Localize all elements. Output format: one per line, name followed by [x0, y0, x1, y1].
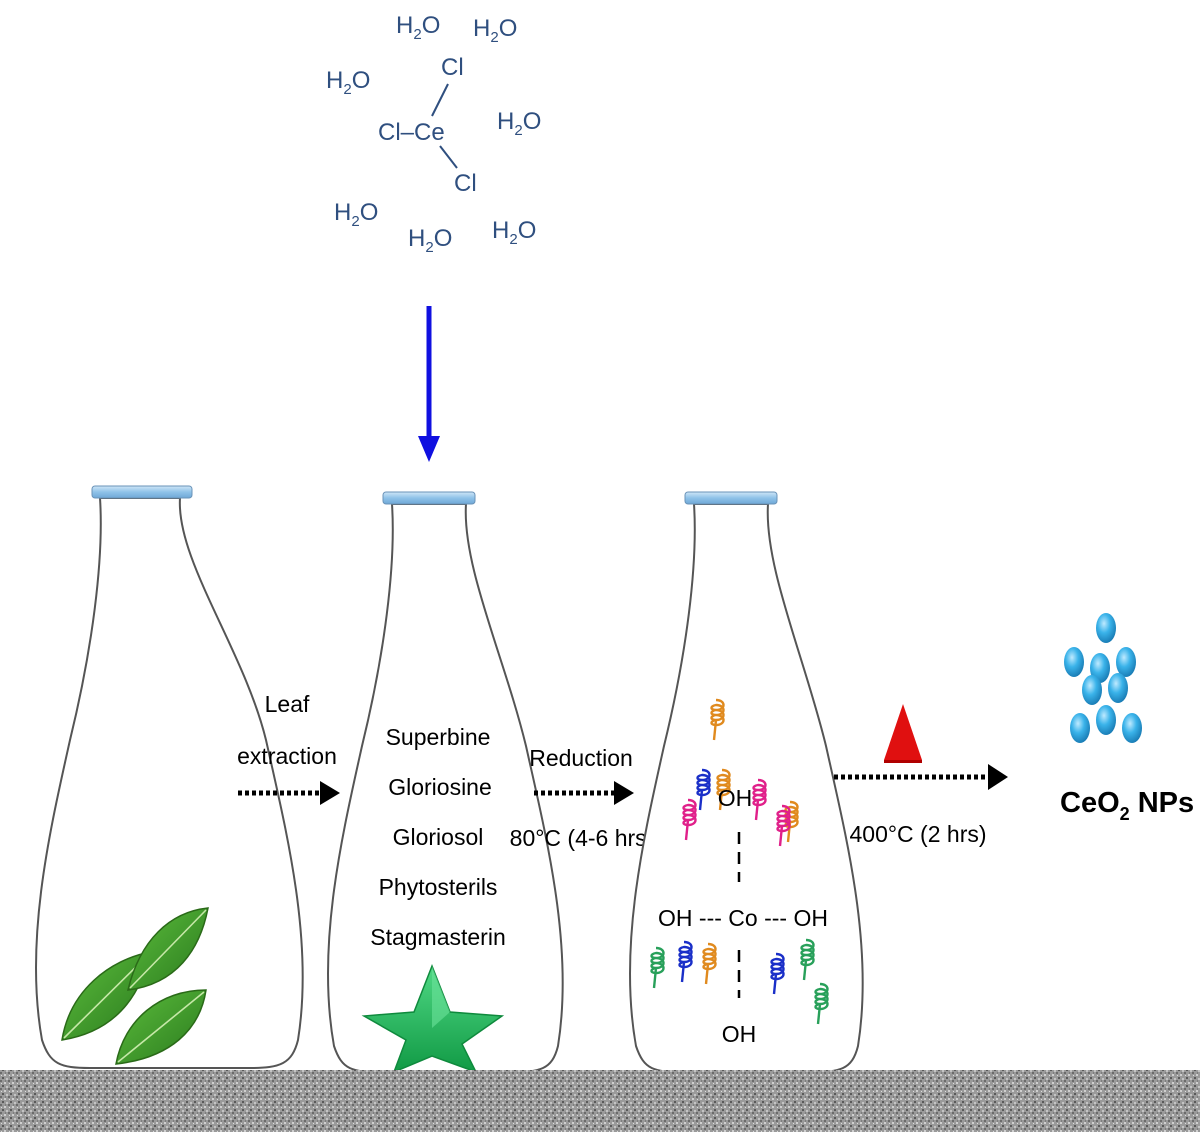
- water-molecule: H2O: [497, 108, 541, 139]
- step-leaf-extraction: Leaf extraction: [237, 691, 340, 805]
- flask-cap: [382, 491, 476, 505]
- flask-extract: Superbine Gloriosine Gloriosol Phytoster…: [326, 491, 564, 1074]
- ground-surface: [0, 1070, 1200, 1132]
- biomolecule-coil: [800, 938, 815, 981]
- biomolecule-coil: [678, 940, 693, 983]
- chlorine-atom: Cl: [441, 54, 464, 81]
- flask-complex: OH OH --- Co --- OH OH: [628, 491, 864, 1073]
- flask-cap: [91, 485, 193, 499]
- compound-label: Superbine: [386, 724, 491, 750]
- reduction-label: Reduction: [529, 745, 633, 771]
- biomolecule-coil: [650, 946, 665, 989]
- water-molecule: H2O: [334, 199, 378, 230]
- cerium-chloride-core: Cl–Ce: [378, 119, 445, 146]
- heat-triangle-icon: [884, 704, 922, 760]
- arrow-head: [614, 781, 634, 805]
- step-reduction: Reduction 80°C (4-6 hrs): [510, 745, 655, 851]
- compound-label: Phytosterils: [379, 874, 498, 900]
- addition-arrow: [418, 306, 440, 462]
- compound-label: Gloriosol: [393, 824, 484, 850]
- biomolecule-coil: [752, 778, 767, 821]
- water-molecule: H2O: [473, 15, 517, 46]
- leaves: [61, 907, 209, 1065]
- water-molecule: H2O: [396, 12, 440, 43]
- cobalt-complex-row: OH --- Co --- OH: [658, 905, 828, 931]
- compound-label: Gloriosine: [388, 774, 492, 800]
- nanoparticle: [1070, 713, 1090, 743]
- step-calcination: 400°C (2 hrs): [834, 704, 1008, 847]
- hydroxyl-label: OH: [722, 1021, 757, 1047]
- chlorine-atom: Cl: [454, 170, 477, 197]
- bond-line: [431, 83, 449, 117]
- arrow-head: [988, 764, 1008, 790]
- water-molecule: H2O: [492, 217, 536, 248]
- biomolecule-coil: [696, 768, 711, 811]
- flask-leaf: [34, 485, 304, 1069]
- compound-label: Stagmasterin: [370, 924, 506, 950]
- product-label: CeO2 NPs: [1060, 787, 1194, 824]
- nanoparticle: [1064, 647, 1084, 677]
- arrow-head: [320, 781, 340, 805]
- biomolecule-coil: [682, 798, 697, 841]
- water-molecule: H2O: [408, 225, 452, 256]
- hydroxyl-label: OH: [718, 785, 753, 811]
- leaf-extraction-label-line2: extraction: [237, 743, 337, 769]
- biomolecule-coil: [716, 768, 731, 811]
- biomolecule-coil: [776, 804, 791, 847]
- biomolecule-coil: [770, 952, 785, 995]
- bond-line: [439, 145, 458, 169]
- nanoparticle: [1096, 613, 1116, 643]
- nanoparticle: [1090, 653, 1110, 683]
- nanoparticle: [1096, 705, 1116, 735]
- nanoparticle: [1082, 675, 1102, 705]
- cerium-chloride-hydrate: H2O H2O H2O H2O H2O H2O H2O Cl Cl–Ce Cl: [326, 12, 541, 256]
- flask-cap: [684, 491, 778, 505]
- heat-triangle-base: [884, 760, 922, 763]
- biomolecule-coils: [650, 698, 829, 1025]
- star-shape: [361, 963, 505, 1074]
- biomolecule-coil: [814, 982, 829, 1025]
- nanoparticle: [1122, 713, 1142, 743]
- biomolecule-coil: [710, 698, 725, 741]
- reduction-condition: 80°C (4-6 hrs): [510, 825, 655, 851]
- ceo2-nanoparticles: CeO2 NPs: [1060, 613, 1194, 824]
- nanoparticle: [1116, 647, 1136, 677]
- water-molecule: H2O: [326, 67, 370, 98]
- calcination-condition: 400°C (2 hrs): [849, 821, 986, 847]
- leaf-extraction-label-line1: Leaf: [265, 691, 310, 717]
- nanoparticle-cluster: [1064, 613, 1142, 743]
- biomolecule-coil: [702, 942, 717, 985]
- nanoparticle: [1108, 673, 1128, 703]
